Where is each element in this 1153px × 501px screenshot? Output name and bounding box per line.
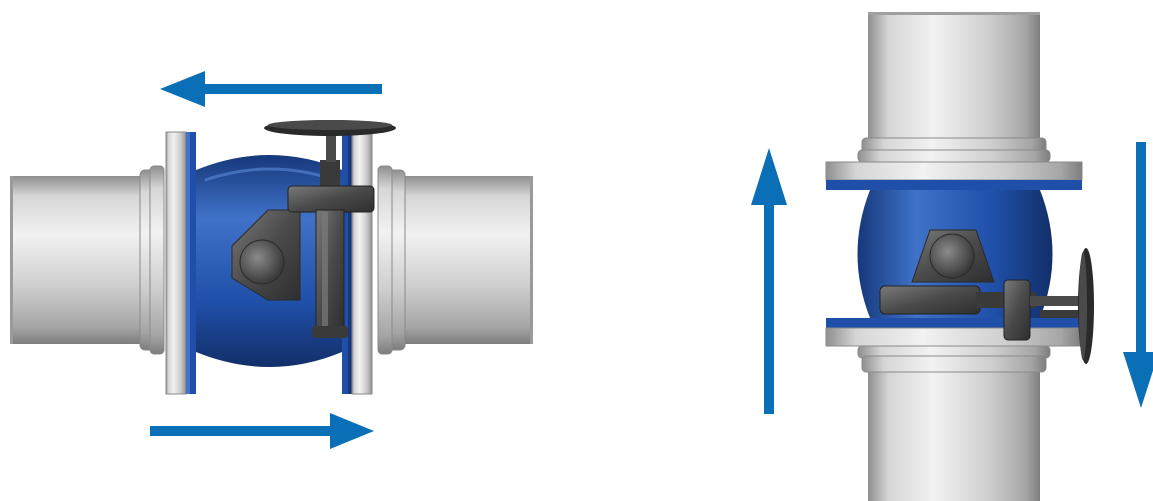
bonnet-stem-vertical [879,279,1080,341]
hinge-cover-vertical [911,229,995,283]
arrow-left-icon [160,71,382,107]
handwheel-icon [264,120,396,136]
upper-flange [825,161,1083,190]
horizontal-installation [10,71,533,449]
left-pipe [10,165,165,355]
hinge-cover [231,209,301,301]
arrow-down-icon [1123,142,1153,408]
left-flange [165,131,196,395]
handwheel-icon [1078,248,1094,364]
vertical-installation [751,12,1153,501]
right-pipe [377,165,533,355]
lower-pipe [857,345,1051,501]
right-flange [342,131,373,395]
bonnet-stem [287,132,375,338]
arrow-up-icon [751,148,787,414]
lower-flange [825,318,1083,347]
upper-pipe [857,12,1051,163]
arrow-right-icon [150,413,374,449]
